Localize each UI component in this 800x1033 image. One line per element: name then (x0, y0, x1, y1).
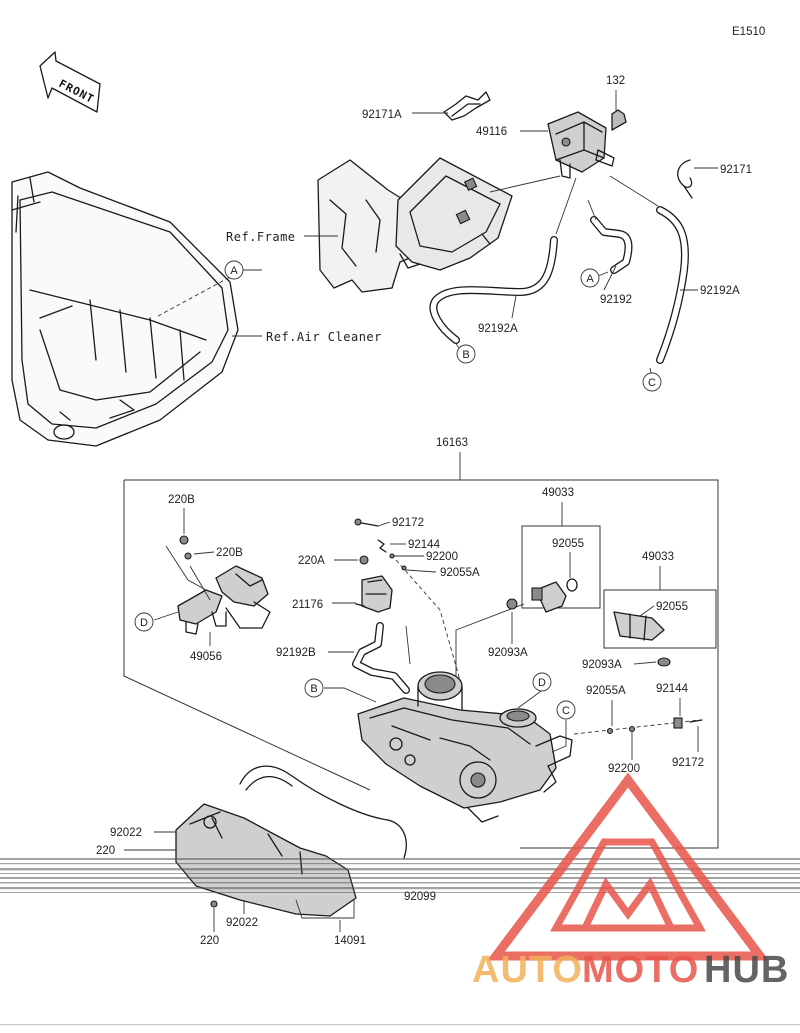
connector-b-label: B (310, 683, 317, 695)
part-220b-top: 220B (168, 494, 195, 506)
part-220b: 220B (216, 547, 243, 559)
throttle-body (357, 671, 573, 823)
part-92055-right: 92055 (656, 601, 688, 613)
screw-220a (359, 555, 369, 565)
grommet-92093a-right (657, 657, 671, 667)
screw-92172-right (689, 719, 703, 723)
gasket-loop (239, 765, 407, 859)
part-49033-right: 49033 (642, 551, 674, 563)
part-220a: 220A (298, 555, 325, 567)
spring-92144-top (377, 539, 387, 553)
frame-bracket (317, 157, 513, 293)
part-49033-top: 49033 (542, 487, 574, 499)
part-21176: 21176 (292, 599, 323, 611)
connector-a-upper: A (224, 260, 244, 280)
o-ring-92055-top (566, 578, 578, 592)
air-cleaner-housing (11, 171, 239, 447)
part-92171: 92171 (720, 164, 752, 176)
watermark-logo (487, 772, 769, 961)
watermark-text: AUTO MOTO HUB (472, 949, 789, 991)
part-92200-top: 92200 (426, 551, 458, 563)
connector-a-hose: A (580, 268, 600, 288)
connector-a-label: A (586, 273, 594, 285)
connector-d-left: D (134, 612, 154, 632)
injector-top (531, 581, 567, 613)
part-16163: 16163 (436, 437, 468, 449)
part-92093a-top: 92093A (488, 647, 528, 659)
part-92200-right: 92200 (608, 763, 640, 775)
connector-d-right: D (532, 672, 552, 692)
connector-c-upper: C (642, 372, 662, 392)
part-49116: 49116 (476, 126, 507, 138)
connector-c-label: C (562, 705, 570, 717)
front-arrow-icon: FRONT (39, 51, 101, 113)
diagram-code: E1510 (732, 26, 765, 38)
intake-housing-14091 (175, 803, 357, 919)
solenoid-valve (547, 109, 627, 179)
part-92172-right: 92172 (672, 757, 704, 769)
hose-92192b (352, 622, 410, 694)
injector-right (613, 611, 665, 641)
hose-92192a-left (429, 236, 558, 344)
part-220-bottom: 220 (200, 935, 219, 947)
connector-c-label: C (648, 377, 656, 389)
washer-92055a-right (606, 727, 614, 735)
injector-kit-box-top (521, 525, 601, 609)
part-92192: 92192 (600, 294, 632, 306)
connector-a-label: A (230, 265, 238, 277)
hose-92192a-right (656, 206, 689, 364)
washer-92200-right (628, 725, 636, 733)
part-92055-top: 92055 (552, 538, 584, 550)
part-92055a-right: 92055A (586, 685, 626, 697)
part-49056: 49056 (190, 651, 222, 663)
part-220-left: 220 (96, 845, 115, 857)
assembly-frame (123, 479, 719, 849)
connector-b-upper: B (456, 344, 476, 364)
part-92144-right: 92144 (656, 683, 689, 695)
part-92093a-right: 92093A (582, 659, 622, 671)
connector-b-label: B (462, 349, 469, 361)
part-92099: 92099 (404, 891, 436, 903)
upper-leaders (232, 90, 718, 379)
watermark-text-hub: HUB (704, 949, 789, 991)
part-14091: 14091 (334, 935, 366, 947)
part-92172-top: 92172 (392, 517, 424, 529)
part-92192b: 92192B (276, 647, 316, 659)
ref-frame: Ref.Frame (226, 230, 296, 244)
grommet-92093a-top (506, 598, 518, 610)
spring-92144-right (673, 717, 683, 729)
screw-220-bottom (210, 900, 218, 908)
connector-b-lower: B (304, 678, 324, 698)
hose-92192 (590, 216, 633, 274)
bolt-220b (184, 552, 192, 560)
part-132: 132 (606, 75, 625, 87)
sensor-21176 (355, 575, 393, 613)
part-92144-top: 92144 (408, 539, 441, 551)
watermark-text-moto: MOTO (582, 949, 699, 991)
screw-92172-top (354, 518, 379, 527)
ref-air-cleaner: Ref.Air Cleaner (266, 330, 382, 344)
part-92055a-top: 92055A (440, 567, 480, 579)
clamp-92171 (677, 159, 693, 199)
connector-d-label: D (140, 617, 148, 629)
clamp-92171a (443, 91, 491, 121)
scan-noise-band (0, 858, 800, 1026)
watermark-text-auto: AUTO (472, 949, 583, 991)
part-92171a: 92171A (362, 109, 402, 121)
connector-d-label: D (538, 677, 546, 689)
bolt-220b-top (179, 535, 189, 545)
connector-c-lower: C (556, 700, 576, 720)
part-92192a-right: 92192A (700, 285, 740, 297)
part-92022-bottom: 92022 (226, 917, 258, 929)
part-92192a-left: 92192A (478, 323, 518, 335)
bracket-49056 (165, 545, 271, 635)
part-92022-left: 92022 (110, 827, 142, 839)
injector-kit-box-right (603, 589, 717, 649)
